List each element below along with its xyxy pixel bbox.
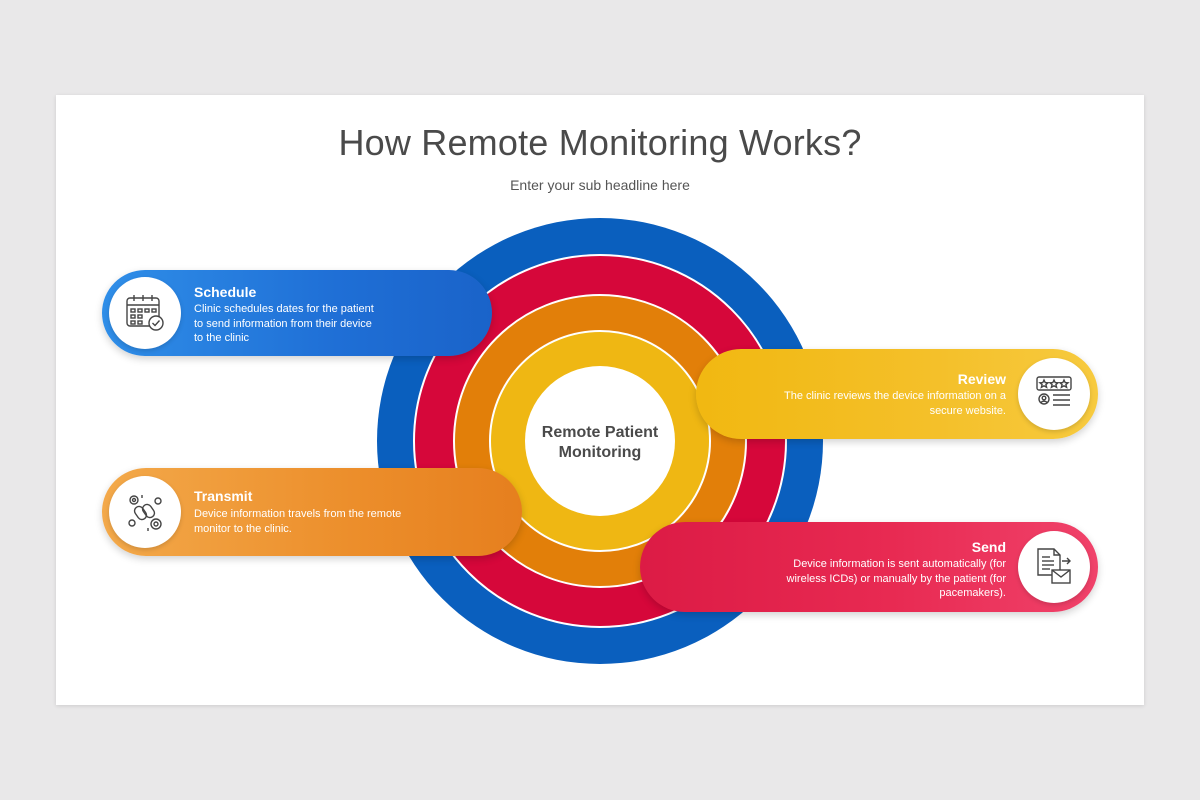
review-text: The clinic reviews the device informatio… bbox=[784, 390, 1006, 417]
document-mail-icon bbox=[1037, 548, 1071, 584]
page-subtitle: Enter your sub headline here bbox=[510, 177, 690, 193]
transmit-text: Device information travels from the remo… bbox=[194, 508, 402, 535]
page-title: How Remote Monitoring Works? bbox=[338, 122, 862, 163]
center-label-line2: Monitoring bbox=[559, 444, 642, 461]
transmit-title: Transmit bbox=[194, 488, 253, 504]
transmit-icon-circle bbox=[109, 476, 181, 548]
send-title: Send bbox=[971, 539, 1006, 555]
step-send: Send Device information is sent automati… bbox=[640, 522, 1098, 612]
step-schedule: Schedule Clinic schedules dates for the … bbox=[102, 270, 492, 356]
gears-link-icon bbox=[128, 495, 162, 531]
slide: How Remote Monitoring Works? Enter your … bbox=[56, 95, 1144, 705]
rating-review-icon bbox=[1036, 376, 1072, 406]
calendar-check-icon bbox=[126, 295, 164, 331]
step-transmit: Transmit Device information travels from… bbox=[102, 468, 522, 556]
schedule-title: Schedule bbox=[194, 284, 257, 300]
center-label-line1: Remote Patient bbox=[542, 424, 659, 441]
review-icon-circle bbox=[1018, 358, 1090, 430]
review-title: Review bbox=[957, 371, 1006, 387]
send-text: Device information is sent automatically… bbox=[786, 558, 1006, 599]
center-disc bbox=[525, 366, 675, 516]
schedule-icon-circle bbox=[109, 277, 181, 349]
step-review: Review The clinic reviews the device inf… bbox=[696, 349, 1098, 439]
send-icon-circle bbox=[1018, 531, 1090, 603]
schedule-text: Clinic schedules dates for the patient t… bbox=[194, 303, 374, 344]
